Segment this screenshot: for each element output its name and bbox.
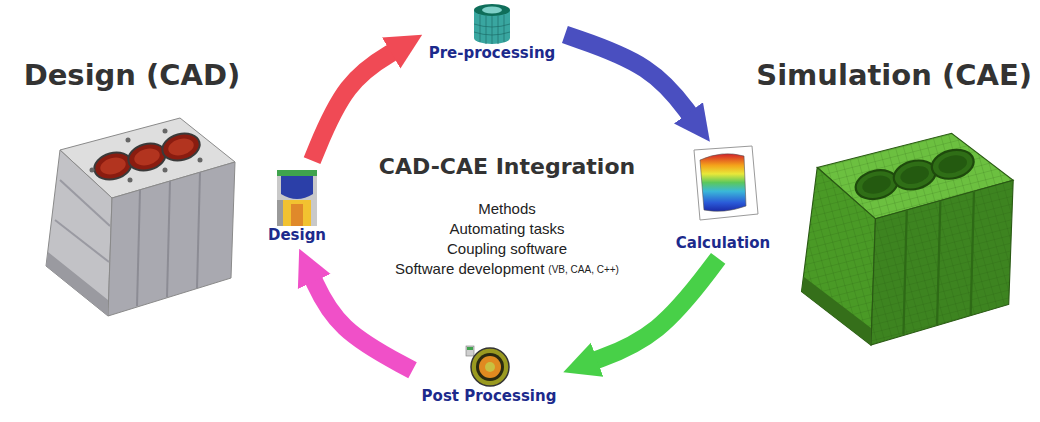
topic-note: (VB, CAA, C++) [548, 264, 619, 276]
step-label: Design [266, 226, 328, 244]
pre-processing-icon [474, 4, 510, 44]
post-processing-icon [466, 346, 509, 386]
topic-line: Automating tasks [449, 220, 564, 238]
section-heading: Design (CAD) [24, 58, 241, 93]
process-step: Pre-processing [427, 2, 558, 62]
diagram-title: CAD-CAE Integration [379, 154, 635, 180]
topic-line: Coupling software [447, 240, 567, 258]
section-heading: Simulation (CAE) [756, 58, 1032, 93]
step-label: Calculation [674, 234, 772, 252]
cycle-arrow [311, 275, 412, 370]
cycle-arrow [565, 35, 693, 119]
icon-space [470, 2, 514, 44]
process-step: Post Processing [420, 343, 559, 405]
process-step: Design [266, 168, 328, 244]
step-label: Pre-processing [427, 44, 558, 62]
calculation-icon [694, 146, 758, 220]
step-label: Post Processing [420, 387, 559, 405]
icon-space [688, 146, 758, 234]
icon-space [275, 168, 319, 226]
topic-line: Methods [478, 200, 536, 218]
process-step: Calculation [674, 146, 772, 252]
topic-line: Software development [395, 260, 544, 278]
design-icon [277, 170, 317, 226]
cycle-arrow [312, 49, 397, 160]
engine-block-cad [46, 118, 235, 316]
engine-block-cae [802, 133, 1014, 345]
icon-space [466, 343, 512, 387]
